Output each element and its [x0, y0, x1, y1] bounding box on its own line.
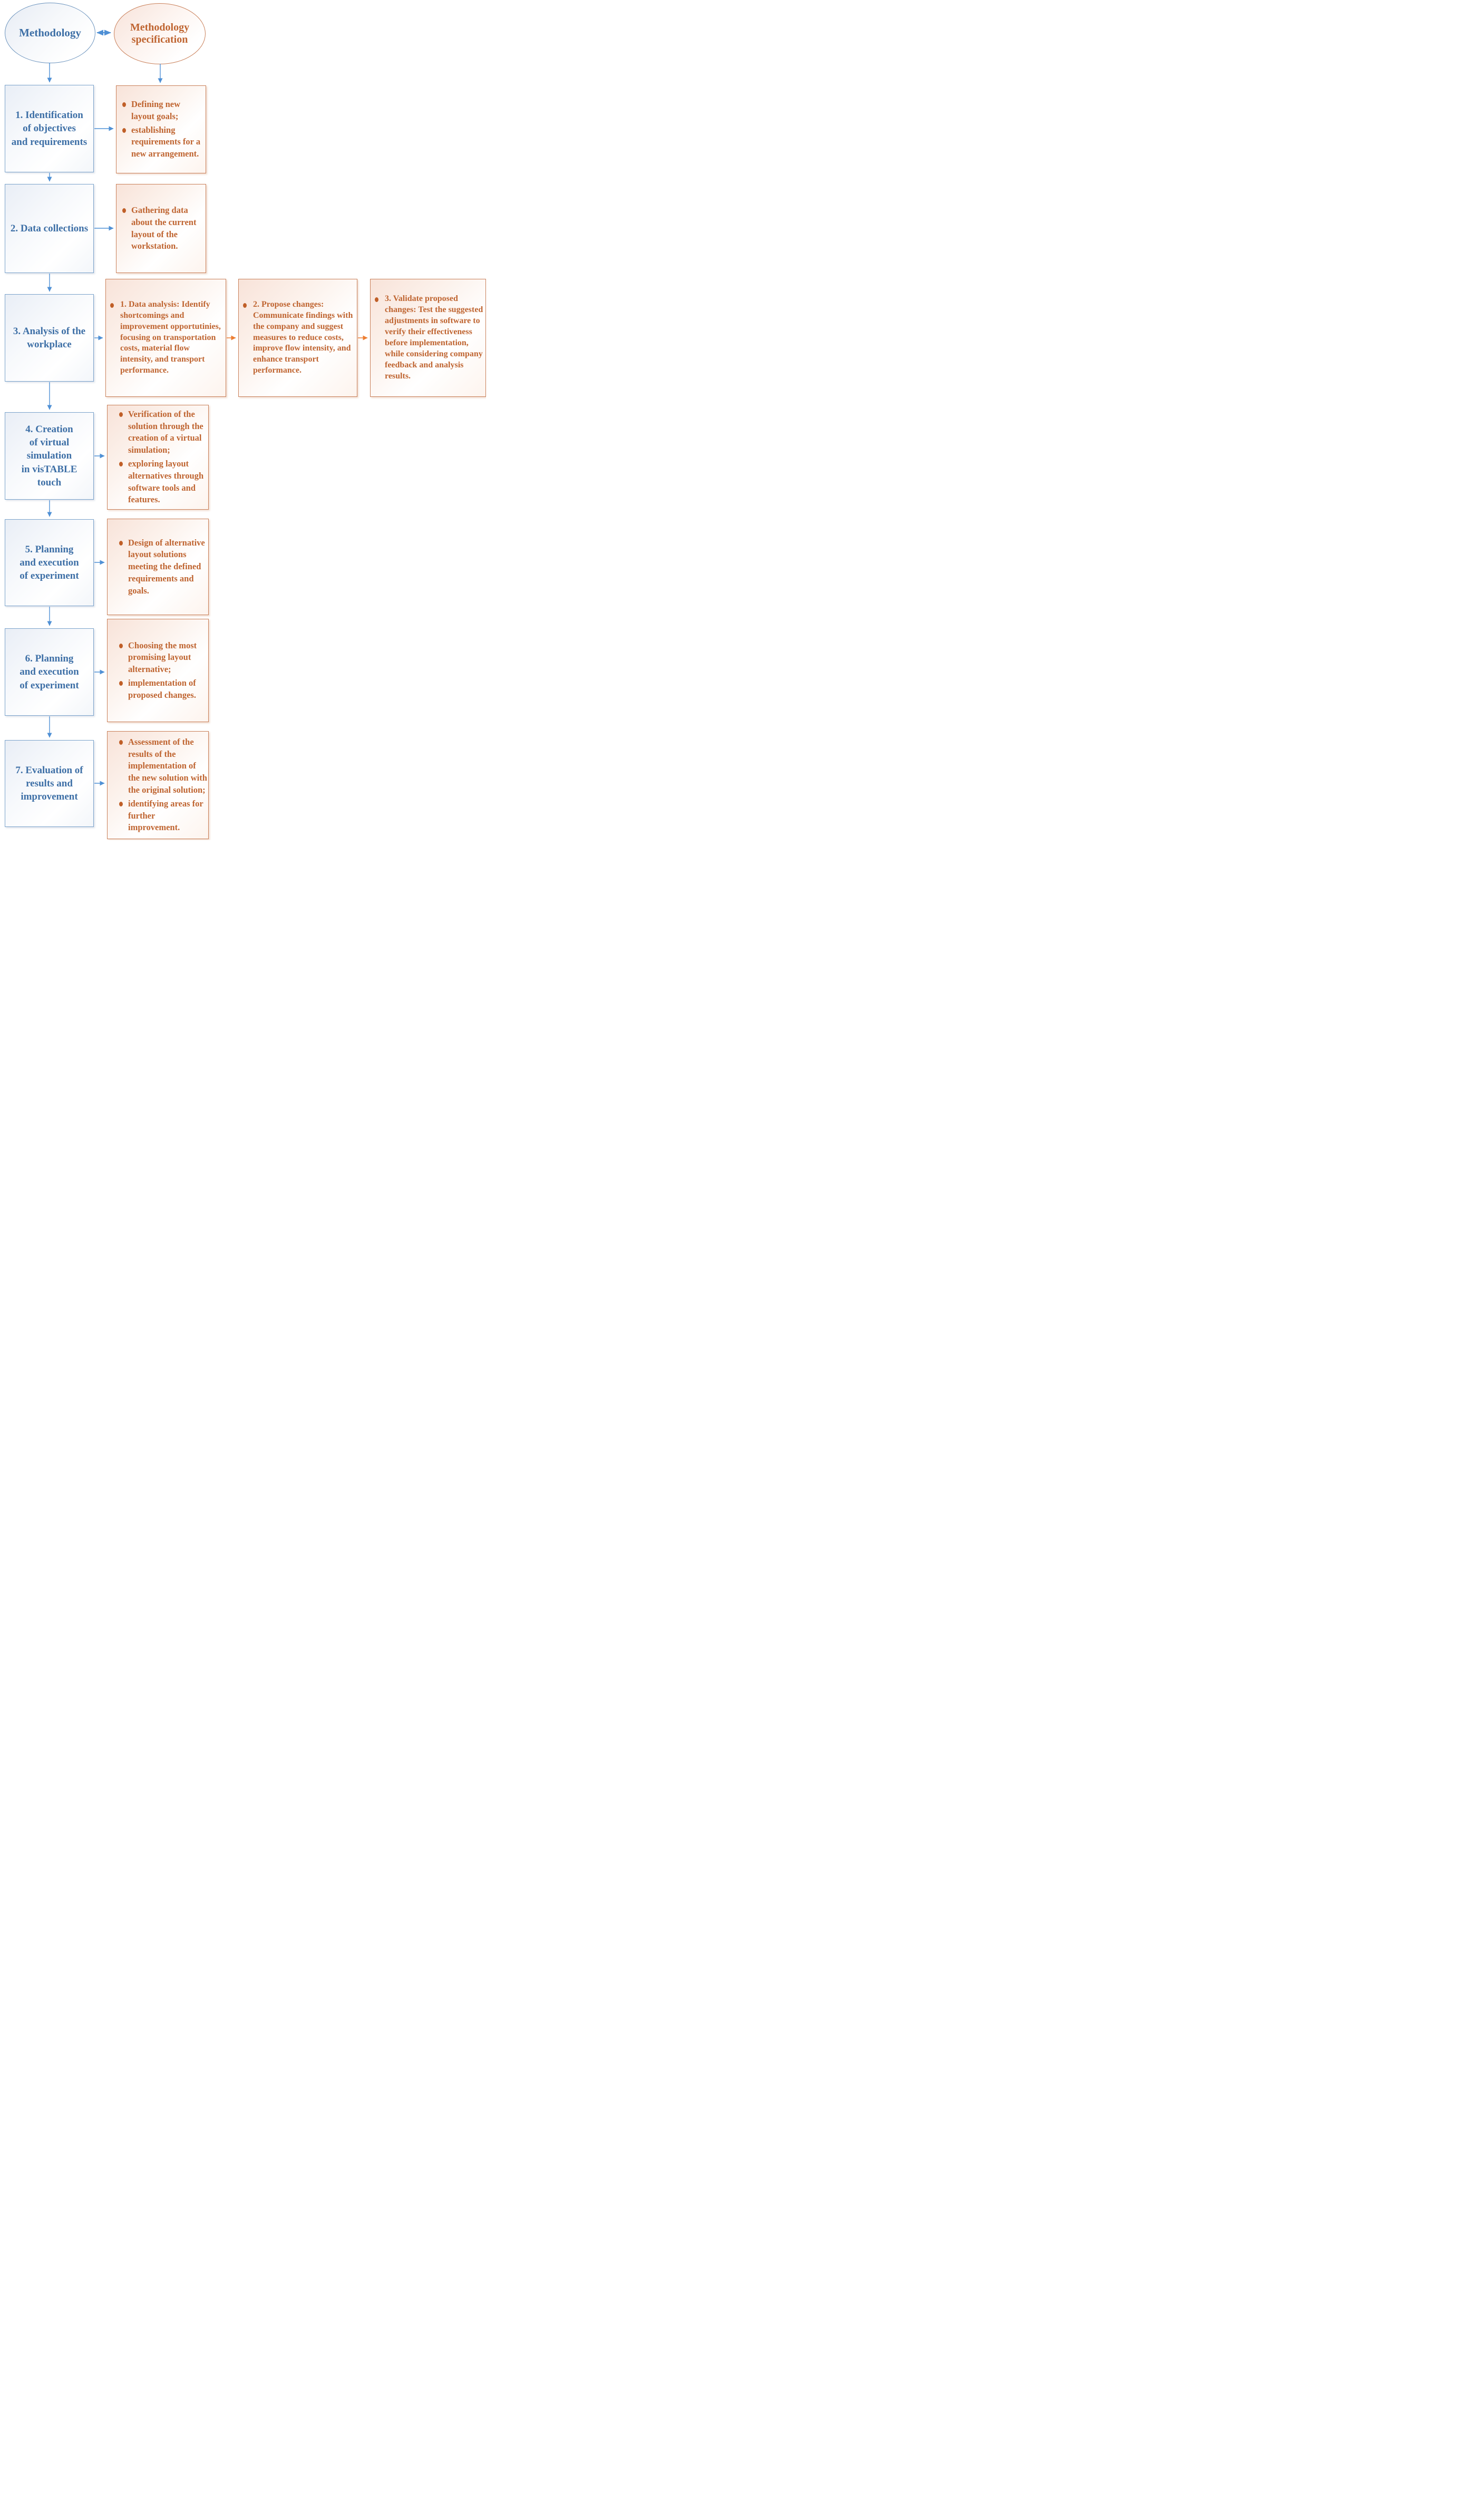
- bullet-dot-icon: [119, 462, 123, 466]
- bullet-text: implementation of proposed changes.: [128, 677, 196, 700]
- bullet-dot-icon: [119, 540, 123, 546]
- step-2-label: 2. Data collections: [10, 222, 89, 234]
- list-item: Verification of the solution through the…: [119, 408, 206, 456]
- step-box-2: 2. Data collections: [5, 184, 94, 273]
- list-item: exploring layout alternatives through so…: [119, 458, 206, 506]
- spec-box-6: Choosing the most promising layout alter…: [107, 619, 209, 722]
- spec-box-5: Design of alternative layout solutions m…: [107, 519, 209, 615]
- step-box-5: 5. Planning and execution of experiment: [5, 519, 94, 606]
- list-item: Gathering data about the current layout …: [122, 205, 202, 252]
- bullet-text: identifying areas for further improvemen…: [128, 798, 203, 833]
- bullet-list: Gathering data about the current layout …: [122, 205, 202, 252]
- spec-box-3-analysis: 1. Data analysis: Identify shortcomings …: [105, 279, 226, 397]
- step-box-4: 4. Creation of virtual simulation in vis…: [5, 412, 94, 500]
- bullet-text: Choosing the most promising layout alter…: [128, 640, 197, 675]
- bullet-dot-icon: [110, 303, 114, 308]
- bullet-list: 1. Data analysis: Identify shortcomings …: [110, 299, 222, 377]
- spec-box-3-propose: 2. Propose changes: Communicate findings…: [238, 279, 357, 397]
- step-box-1: 1. Identification of objectives and requ…: [5, 85, 94, 172]
- list-item: identifying areas for further improvemen…: [119, 798, 207, 834]
- bullet-text: 1. Data analysis: Identify shortcomings …: [120, 299, 221, 375]
- step-5-label: 5. Planning and execution of experiment: [20, 543, 79, 582]
- step-4-label: 4. Creation of virtual simulation in vis…: [21, 424, 77, 488]
- bullet-dot-icon: [122, 208, 126, 213]
- bullet-text: Design of alternative layout solutions m…: [128, 537, 205, 596]
- spec-box-7: Assessment of the results of the impleme…: [107, 731, 209, 839]
- bullet-dot-icon: [243, 303, 247, 308]
- bullet-dot-icon: [122, 102, 126, 108]
- list-item: Design of alternative layout solutions m…: [119, 537, 206, 597]
- bullet-dot-icon: [119, 801, 123, 806]
- methodology-specification-ellipse: Methodology specification: [114, 3, 206, 64]
- list-item: Assessment of the results of the impleme…: [119, 736, 207, 796]
- spec-box-2: Gathering data about the current layout …: [116, 184, 206, 273]
- bullet-list: Verification of the solution through the…: [119, 408, 206, 506]
- bullet-text: Verification of the solution through the…: [128, 408, 203, 455]
- bullet-text: Defining new layout goals;: [131, 99, 181, 121]
- list-item: implementation of proposed changes.: [119, 677, 206, 702]
- bullet-dot-icon: [119, 740, 123, 745]
- bullet-text: Assessment of the results of the impleme…: [128, 736, 207, 795]
- step-7-label: 7. Evaluation of results and improvement: [15, 764, 83, 803]
- bullet-list: Choosing the most promising layout alter…: [119, 640, 206, 702]
- list-item: 2. Propose changes: Communicate findings…: [243, 299, 354, 377]
- bullet-text: 3. Validate proposed changes: Test the s…: [385, 294, 483, 381]
- methodology-flowchart: Methodology Methodology specification 1.…: [0, 0, 486, 840]
- list-item: Choosing the most promising layout alter…: [119, 640, 206, 676]
- bullet-dot-icon: [119, 680, 123, 686]
- methodology-ellipse-label: Methodology: [19, 26, 81, 40]
- step-box-3: 3. Analysis of the workplace: [5, 294, 94, 382]
- bullet-text: exploring layout alternatives through so…: [128, 459, 204, 505]
- list-item: 1. Data analysis: Identify shortcomings …: [110, 299, 222, 377]
- step-box-7: 7. Evaluation of results and improvement: [5, 740, 94, 827]
- bullet-list: Design of alternative layout solutions m…: [119, 537, 206, 597]
- bullet-text: Gathering data about the current layout …: [131, 205, 197, 251]
- bullet-dot-icon: [119, 643, 123, 648]
- bullet-dot-icon: [375, 297, 378, 303]
- bullet-list: Defining new layout goals; establishing …: [122, 99, 202, 160]
- bullet-dot-icon: [119, 412, 123, 417]
- bullet-dot-icon: [122, 128, 126, 133]
- bullet-list: 2. Propose changes: Communicate findings…: [243, 299, 354, 377]
- step-6-label: 6. Planning and execution of experiment: [20, 653, 79, 691]
- bullet-list: 3. Validate proposed changes: Test the s…: [375, 294, 483, 382]
- step-1-label: 1. Identification of objectives and requ…: [11, 110, 88, 148]
- spec-box-1: Defining new layout goals; establishing …: [116, 85, 206, 173]
- list-item: establishing requirements for a new arra…: [122, 124, 202, 160]
- methodology-specification-ellipse-label: Methodology specification: [130, 22, 190, 45]
- step-box-6: 6. Planning and execution of experiment: [5, 628, 94, 716]
- spec-box-4: Verification of the solution through the…: [107, 405, 209, 510]
- bullet-text: establishing requirements for a new arra…: [131, 124, 201, 159]
- list-item: Defining new layout goals;: [122, 99, 202, 123]
- bullet-list: Assessment of the results of the impleme…: [119, 736, 207, 834]
- step-3-label: 3. Analysis of the workplace: [13, 325, 86, 350]
- bullet-text: 2. Propose changes: Communicate findings…: [253, 299, 353, 375]
- spec-box-3-validate: 3. Validate proposed changes: Test the s…: [370, 279, 486, 397]
- methodology-ellipse: Methodology: [5, 3, 95, 63]
- list-item: 3. Validate proposed changes: Test the s…: [375, 294, 483, 382]
